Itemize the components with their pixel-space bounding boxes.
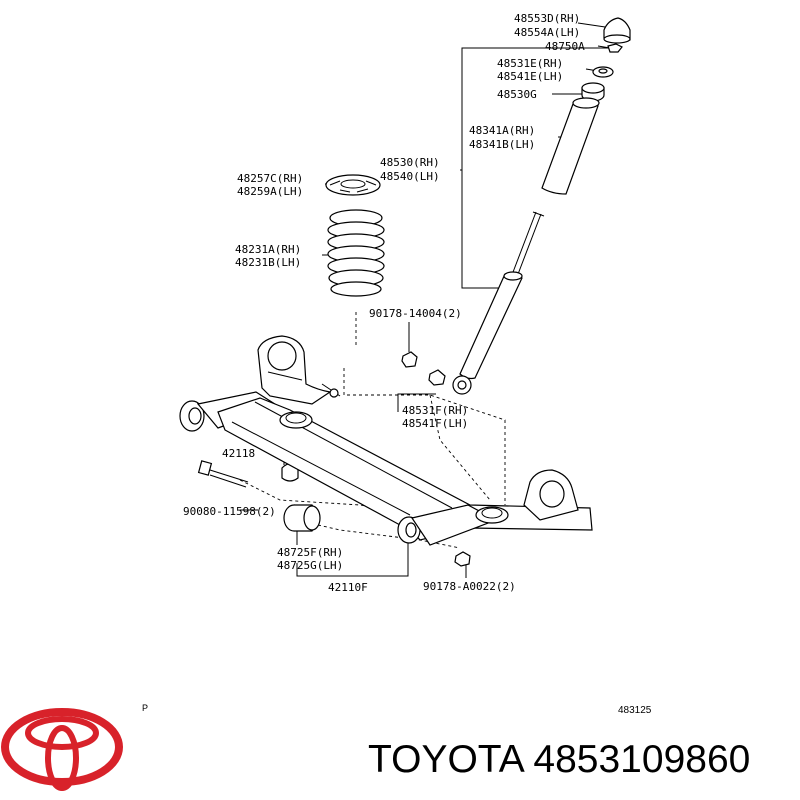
label-48257c: 48257C(RH) [237, 172, 303, 185]
label-48553d: 48553D(RH) [514, 12, 580, 25]
coil-spring [327, 209, 385, 297]
axle-bolt [197, 460, 249, 488]
label-48541e: 48541E(LH) [497, 70, 563, 83]
label-42118: 42118 [222, 447, 255, 460]
label-48341a: 48341A(RH) [469, 124, 535, 137]
bolt-nut-upper [401, 351, 418, 368]
upper-mount-cap [603, 17, 631, 44]
shock-lower-eye [452, 375, 472, 395]
label-48231b: 48231B(LH) [235, 256, 301, 269]
label-48541f: 48541F(LH) [402, 417, 468, 430]
label-48540: 48540(LH) [380, 170, 440, 183]
label-48725g: 48725G(LH) [277, 559, 343, 572]
upper-mount-washer [592, 66, 614, 78]
lower-nut [454, 551, 471, 567]
label-90178-14004: 90178-14004(2) [369, 307, 462, 320]
label-48750a: 48750A [545, 40, 585, 53]
label-48231a: 48231A(RH) [235, 243, 301, 256]
shock-lower-bushing [428, 369, 446, 386]
label-48554a: 48554A(LH) [514, 26, 580, 39]
upper-mount-nut [607, 43, 623, 53]
label-48341b: 48341B(LH) [469, 138, 535, 151]
label-48725f: 48725F(RH) [277, 546, 343, 559]
label-42110f: 42110F [328, 581, 368, 594]
p-mark-label: P [142, 703, 149, 713]
label-48531e: 48531E(RH) [497, 57, 563, 70]
label-48530g: 48530G [497, 88, 537, 101]
label-90080-11598: 90080-11598(2) [183, 505, 276, 518]
axle-bushing-large [283, 504, 321, 532]
toyota-logo [1, 708, 123, 791]
label-48259a: 48259A(LH) [237, 185, 303, 198]
page-code-label: 483125 [618, 705, 652, 716]
upper-spring-seat [325, 174, 381, 196]
shock-rod [509, 211, 545, 283]
label-48531f: 48531F(RH) [402, 404, 468, 417]
label-48530: 48530(RH) [380, 156, 440, 169]
shock-dust-boot [541, 97, 600, 195]
rear-axle-beam [179, 335, 593, 546]
label-90178-a0022: 90178-A0022(2) [423, 580, 516, 593]
part-labels: 48553D(RH) 48554A(LH) 48750A 48531E(RH) … [183, 12, 585, 594]
brand-part-number: TOYOTA 4853109860 [368, 738, 751, 781]
